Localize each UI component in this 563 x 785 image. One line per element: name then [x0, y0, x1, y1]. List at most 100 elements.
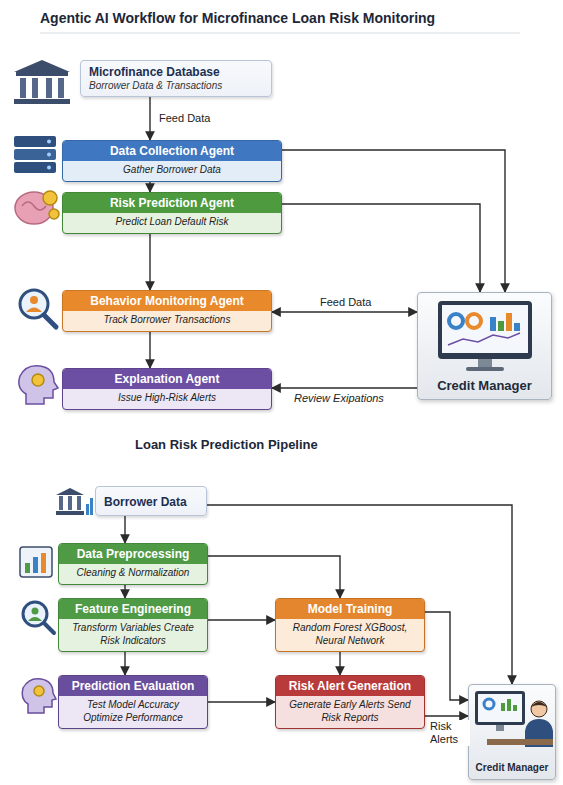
- edge-label: Feed Data: [318, 296, 373, 309]
- monitor-illustration: [531, 701, 547, 717]
- server-icon: [14, 136, 56, 147]
- box-heading: Borrower Data: [96, 487, 206, 515]
- diagram-title: Agentic AI Workflow for Microfinance Loa…: [40, 10, 435, 26]
- agent-box: Prediction EvaluationTest Model Accuracy…: [58, 675, 208, 729]
- box-heading: Explanation Agent: [63, 369, 271, 389]
- connector-arrow: [282, 150, 505, 292]
- connector-arrow: [272, 311, 417, 312]
- box-body: Test Model Accuracy Optimize Performance: [59, 696, 207, 728]
- magnifier-icon: [44, 623, 54, 633]
- brain-icon: [43, 191, 57, 205]
- connector-arrow: [208, 556, 340, 598]
- brain-icon: [15, 191, 59, 224]
- monitor-illustration: [498, 321, 504, 331]
- connector-arrow: [124, 585, 125, 599]
- connector-arrow: [339, 652, 340, 675]
- chart-icon: [20, 547, 52, 577]
- bank-icon: [14, 60, 70, 72]
- chart-icon: [33, 557, 38, 573]
- server-icon: [14, 149, 56, 160]
- server-icon: [47, 166, 51, 170]
- connector-arrow: [149, 332, 150, 369]
- bank-chart-icon: [56, 488, 93, 515]
- server-icon: [14, 162, 56, 173]
- bank-icon: [14, 60, 70, 104]
- connector-arrow: [149, 182, 150, 193]
- monitor-illustration: [475, 691, 525, 725]
- monitor-illustration: [490, 317, 496, 331]
- title-rule: [40, 33, 520, 34]
- chart-icon: [41, 553, 46, 573]
- magnifier-icon: [23, 602, 54, 633]
- head-icon: [34, 686, 44, 696]
- monitor-illustration: [513, 705, 517, 711]
- section-heading: Loan Risk Prediction Pipeline: [135, 437, 318, 452]
- agent-box: Data Collection AgentGather Borrower Dat…: [62, 140, 282, 182]
- bank-icon: [58, 78, 64, 98]
- monitor-illustration: [487, 701, 553, 747]
- chart-icon: [20, 547, 52, 577]
- box-heading: Data Preprocessing: [59, 544, 207, 564]
- data-source-box: Borrower Data: [95, 486, 207, 516]
- box-heading: Microfinance Database: [81, 61, 271, 80]
- box-heading: Risk Prediction Agent: [63, 193, 281, 213]
- agent-box: Model TrainingRandom Forest XGBoost, Neu…: [275, 598, 425, 652]
- box-heading: Prediction Evaluation: [59, 676, 207, 696]
- edge-label: Feed Data: [157, 112, 212, 125]
- bank-chart-icon: [56, 488, 84, 495]
- monitor-illustration: [467, 314, 481, 328]
- connector-arrow: [282, 204, 480, 292]
- credit-manager-panel: Credit Manager: [417, 292, 552, 400]
- agent-box: Risk Alert GenerationGenerate Early Aler…: [275, 675, 425, 729]
- box-body: Issue High-Risk Alerts: [63, 389, 271, 409]
- magnifier-icon: [32, 608, 39, 615]
- box-body: Cleaning & Normalization: [59, 564, 207, 584]
- monitor-illustration: [506, 313, 512, 331]
- edge-label: Review Exipations: [292, 392, 386, 405]
- monitor-illustration: [478, 359, 492, 367]
- monitor-illustration: [449, 314, 463, 328]
- panel-caption: Credit Manager: [418, 378, 551, 393]
- monitor-illustration: [514, 323, 520, 331]
- bank-icon: [46, 78, 52, 98]
- server-icon: [47, 153, 51, 157]
- magnifier-icon: [20, 290, 56, 327]
- server-icon: [47, 140, 51, 144]
- chart-icon: [25, 563, 30, 573]
- connector-arrow: [208, 619, 275, 620]
- server-icon: [14, 136, 56, 173]
- bank-chart-icon: [68, 496, 72, 510]
- box-body: Track Borrower Transactions: [63, 311, 271, 331]
- connector-arrow: [149, 97, 150, 140]
- box-body: Borrower Data & Transactions: [81, 80, 271, 96]
- connector-arrow: [124, 516, 125, 543]
- brain-icon: [49, 209, 59, 219]
- magnifier-icon: [44, 315, 56, 327]
- bank-icon: [14, 99, 70, 104]
- bank-chart-icon: [86, 504, 89, 515]
- agent-box: Explanation AgentIssue High-Risk Alerts: [62, 368, 272, 410]
- bank-chart-icon: [77, 496, 81, 510]
- box-heading: Data Collection Agent: [63, 141, 281, 161]
- magnifier-icon: [28, 617, 42, 621]
- connector-arrow: [149, 234, 150, 291]
- credit-manager-panel: Credit Manager: [468, 684, 556, 780]
- box-heading: Model Training: [276, 599, 424, 619]
- bank-chart-icon: [56, 511, 84, 515]
- monitor-illustration: [448, 333, 520, 345]
- box-body: Generate Early Alerts Send Risk Reports: [276, 696, 424, 728]
- monitor-illustration: [438, 301, 532, 371]
- connector-arrow: [207, 505, 512, 684]
- bank-icon: [20, 78, 26, 98]
- box-heading: Feature Engineering: [59, 599, 207, 619]
- panel-caption: Credit Manager: [469, 762, 555, 773]
- head-icon: [22, 679, 56, 713]
- head-icon: [22, 679, 56, 713]
- edge-label: Risk Alerts: [428, 720, 470, 746]
- agent-box: Risk Prediction AgentPredict Loan Defaul…: [62, 192, 282, 234]
- head-icon: [19, 366, 58, 404]
- connector-arrow: [425, 715, 468, 716]
- monitor-illustration: [487, 739, 553, 745]
- agent-box: Data PreprocessingCleaning & Normalizati…: [58, 543, 208, 585]
